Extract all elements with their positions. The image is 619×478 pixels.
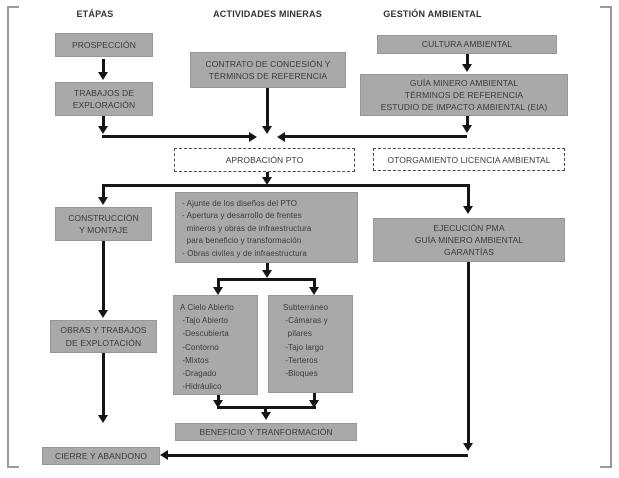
arrow-cultura-guia [465,54,469,66]
line-etapas-to-merge [101,135,251,138]
node-cielo-abierto: A Cielo Abierto -Tajo Abierto -Descubier… [173,295,258,395]
arrow-ejecucion-down [466,262,470,444]
node-aprobacion-pto: APROBACIÓN PTO [174,148,355,172]
node-beneficio-transformacion: BENEFICIO Y TRANFORMACIÓN [175,423,357,441]
arrow-to-beneficio [264,406,267,413]
arrowhead-down-icon [462,64,472,72]
arrowhead-down-icon [262,126,272,134]
arrowhead-right-icon [249,131,257,142]
column-header-gestion: GESTIÓN AMBIENTAL [383,9,482,19]
arrow-split-to-construccion [101,184,105,198]
arrowhead-down-icon [262,177,272,185]
line-to-cierre [167,454,468,457]
arrowhead-down-icon [262,270,272,278]
arrow-to-subterraneo [312,278,316,288]
arrow-trabajos-down [101,116,105,128]
node-cultura-ambiental: CULTURA AMBIENTAL [377,35,557,54]
arrowhead-down-icon [98,72,108,80]
arrowhead-down-icon [309,400,319,408]
node-cierre-abandono: CIERRE Y ABANDONO [42,447,160,465]
arrow-aprobacion-down [265,172,269,178]
node-subterraneo: Subterráneo -Cámaras y pilares -Tajo lar… [268,295,353,393]
arrowhead-down-icon [98,126,108,134]
arrowhead-down-icon [98,197,108,205]
arrow-obras-down [101,353,105,416]
arrow-guia-down [465,116,469,126]
arrowhead-down-icon [260,412,271,420]
node-contrato-concesion: CONTRATO DE CONCESIÓN Y TÉRMINOS DE REFE… [190,52,346,88]
right-bracket-frame [600,6,612,468]
line-split-methods [216,278,316,281]
arrow-split-to-ejecucion [466,184,470,207]
arrowhead-down-icon [213,287,223,295]
arrowhead-down-icon [213,400,223,408]
arrow-actividades-down [265,263,269,271]
arrowhead-down-icon [463,443,473,451]
line-gestion-to-merge [285,135,467,138]
arrow-cielo-down [216,395,220,401]
arrow-prospeccion-trabajos [101,59,105,74]
node-obras-explotacion: OBRAS Y TRABAJOS DE EXPLOTACIÓN [50,320,157,353]
node-ejecucion-pma: EJECUCIÓN PMA GUÍA MINERO AMBIENTAL GARA… [373,218,565,262]
node-trabajos-exploracion: TRABAJOS DE EXPLORACIÓN [55,82,153,116]
arrowhead-down-icon [462,125,472,133]
arrowhead-down-icon [463,206,473,214]
node-construccion-montaje: CONSTRUCCIÓN Y MONTAJE [55,207,152,241]
arrowhead-down-icon [98,415,108,423]
node-actividades-pto: - Ajunte de los diseños del PTO - Apertu… [175,192,358,263]
arrow-construccion-obras [101,241,105,311]
column-header-actividades: ACTIVIDADES MINERAS [213,9,322,19]
arrow-subterraneo-down [312,393,316,401]
arrowhead-down-icon [309,287,319,295]
arrow-contrato-down [265,88,269,126]
node-guia-minero-ambiental: GUÍA MINERO AMBIENTAL TÉRMINOS DE REFERE… [360,74,568,116]
arrowhead-left-icon [277,131,285,142]
arrow-to-cielo [216,278,220,288]
line-split-after-aprobacion [101,184,470,187]
arrowhead-down-icon [98,310,108,318]
node-otorgamiento-licencia: OTORGAMIENTO LICENCIA AMBIENTAL [373,148,565,171]
node-prospeccion: PROSPECCIÓN [55,33,153,57]
arrowhead-left-icon [160,450,168,460]
left-bracket-frame [7,6,19,468]
column-header-etapas: ETÁPAS [76,9,114,19]
